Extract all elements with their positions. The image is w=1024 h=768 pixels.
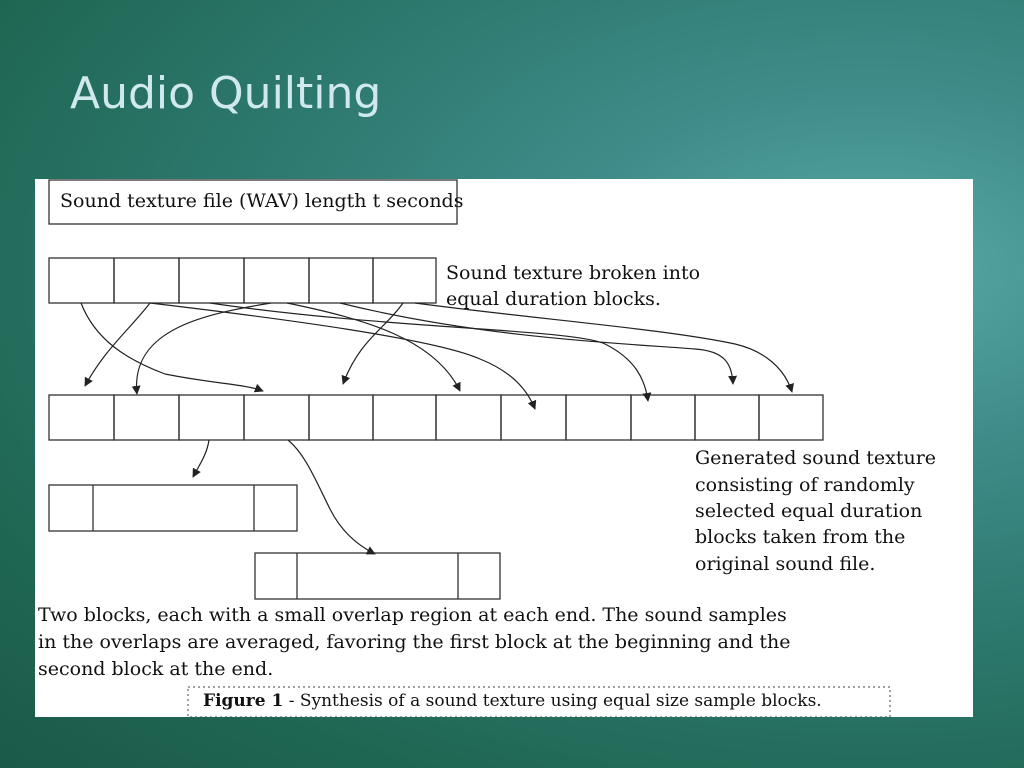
source-block (308, 257, 374, 304)
figure-caption-box (187, 686, 891, 717)
source-block (113, 257, 180, 304)
generated-block (113, 394, 180, 441)
arrow-curve (287, 439, 376, 555)
generated-label-line-4: blocks taken from the (695, 526, 905, 548)
arrow-curve (341, 302, 404, 385)
generated-label-line-5: original sound file. (695, 553, 875, 575)
figure-caption: Figure 1 - Synthesis of a sound texture … (203, 691, 822, 711)
mapping-arrows (80, 302, 794, 410)
figure-panel: Sound texture file (WAV) length t second… (35, 179, 973, 717)
generated-block (178, 394, 245, 441)
overlap-arrows (192, 439, 376, 555)
arrow-curve (192, 439, 210, 478)
overlap-block-second (254, 552, 501, 600)
source-blocks-row (48, 257, 437, 304)
header-box (48, 179, 458, 225)
generated-block (243, 394, 310, 441)
generated-block (372, 394, 437, 441)
broken-label-line-2: equal duration blocks. (446, 288, 661, 310)
generated-block (565, 394, 632, 441)
source-block (48, 257, 115, 304)
broken-label-line-1: Sound texture broken into (446, 262, 700, 284)
generated-blocks-row (48, 394, 824, 441)
arrow-curve (414, 302, 794, 393)
generated-label-line-2: consisting of randomly (695, 474, 915, 496)
generated-block (630, 394, 696, 441)
arrow-curve (286, 302, 461, 392)
source-block (372, 257, 437, 304)
overlap-caption-line-2: in the overlaps are averaged, favoring t… (38, 631, 790, 653)
overlap-caption-line-3: second block at the end. (38, 658, 273, 680)
generated-block (500, 394, 567, 441)
generated-block (694, 394, 760, 441)
arrow-curve (149, 302, 537, 410)
arrow-curve (84, 302, 151, 387)
generated-block (435, 394, 502, 441)
arrow-curve (339, 302, 738, 385)
diagram-svg: Sound texture file (WAV) length t second… (38, 179, 936, 717)
generated-block (758, 394, 824, 441)
source-block (243, 257, 310, 304)
figure-caption-bold: Figure 1 (203, 691, 283, 711)
slide-title: Audio Quilting (70, 68, 382, 119)
figure-caption-rest: - Synthesis of a sound texture using equ… (283, 691, 821, 711)
header-box-text: Sound texture file (WAV) length t second… (60, 190, 463, 212)
generated-label-line-1: Generated sound texture (695, 447, 936, 469)
arrow-curve (209, 302, 652, 402)
overlap-caption-line-1: Two blocks, each with a small overlap re… (38, 604, 787, 626)
overlap-block-first (48, 484, 298, 532)
arrow-curve (131, 302, 272, 395)
arrow-curve (80, 302, 264, 393)
generated-label-line-3: selected equal duration (695, 500, 922, 522)
generated-block (308, 394, 374, 441)
source-block (178, 257, 245, 304)
generated-block (48, 394, 115, 441)
